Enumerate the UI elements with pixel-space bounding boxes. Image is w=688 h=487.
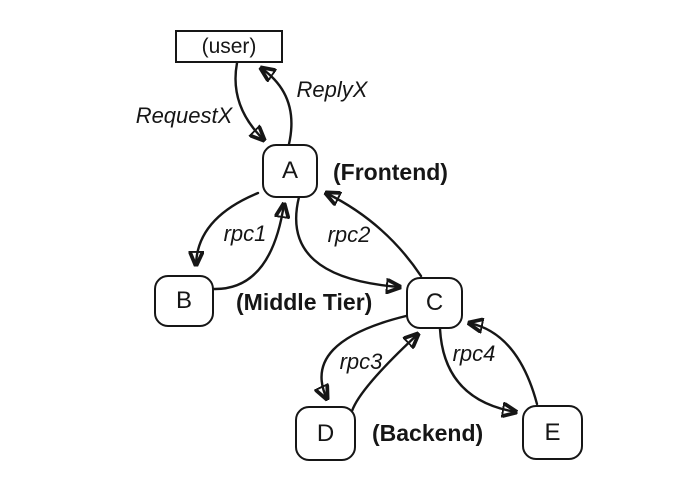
- edge-label-requestx: RequestX: [135, 103, 233, 128]
- edge-d-to-c: [350, 334, 418, 413]
- edge-e-to-c: [469, 323, 539, 406]
- edge-a-to-user: [261, 68, 293, 146]
- tier-label-backend: (Backend): [372, 420, 484, 446]
- node-user-label: (user): [201, 35, 257, 58]
- edge-a-to-c: [294, 195, 400, 287]
- edge-label-replyx: ReplyX: [296, 77, 368, 102]
- node-e-label: E: [544, 418, 561, 446]
- node-user: (user): [175, 30, 283, 63]
- node-d-label: D: [316, 419, 335, 447]
- node-a: A: [262, 144, 318, 198]
- edge-label-rpc1: rpc1: [223, 221, 267, 246]
- node-b-label: B: [175, 287, 192, 314]
- edge-c-to-d: [322, 314, 408, 399]
- edge-c-to-e: [438, 327, 516, 412]
- edge-label-rpc2: rpc2: [327, 222, 371, 247]
- tier-label-frontend: (Frontend): [333, 159, 448, 185]
- node-d: D: [295, 406, 356, 461]
- node-a-label: A: [281, 157, 298, 184]
- node-b: B: [154, 275, 214, 327]
- edge-b-to-a: [212, 204, 284, 291]
- edge-c-to-a: [326, 193, 423, 278]
- edge-user-to-a: [234, 61, 264, 140]
- node-c: C: [406, 277, 463, 329]
- edge-label-rpc3: rpc3: [339, 349, 383, 374]
- tier-label-middle-tier: (Middle Tier): [236, 289, 373, 315]
- node-e: E: [522, 405, 583, 460]
- edge-a-to-b: [196, 191, 260, 265]
- edge-label-rpc4: rpc4: [452, 341, 496, 366]
- node-c-label: C: [425, 289, 444, 316]
